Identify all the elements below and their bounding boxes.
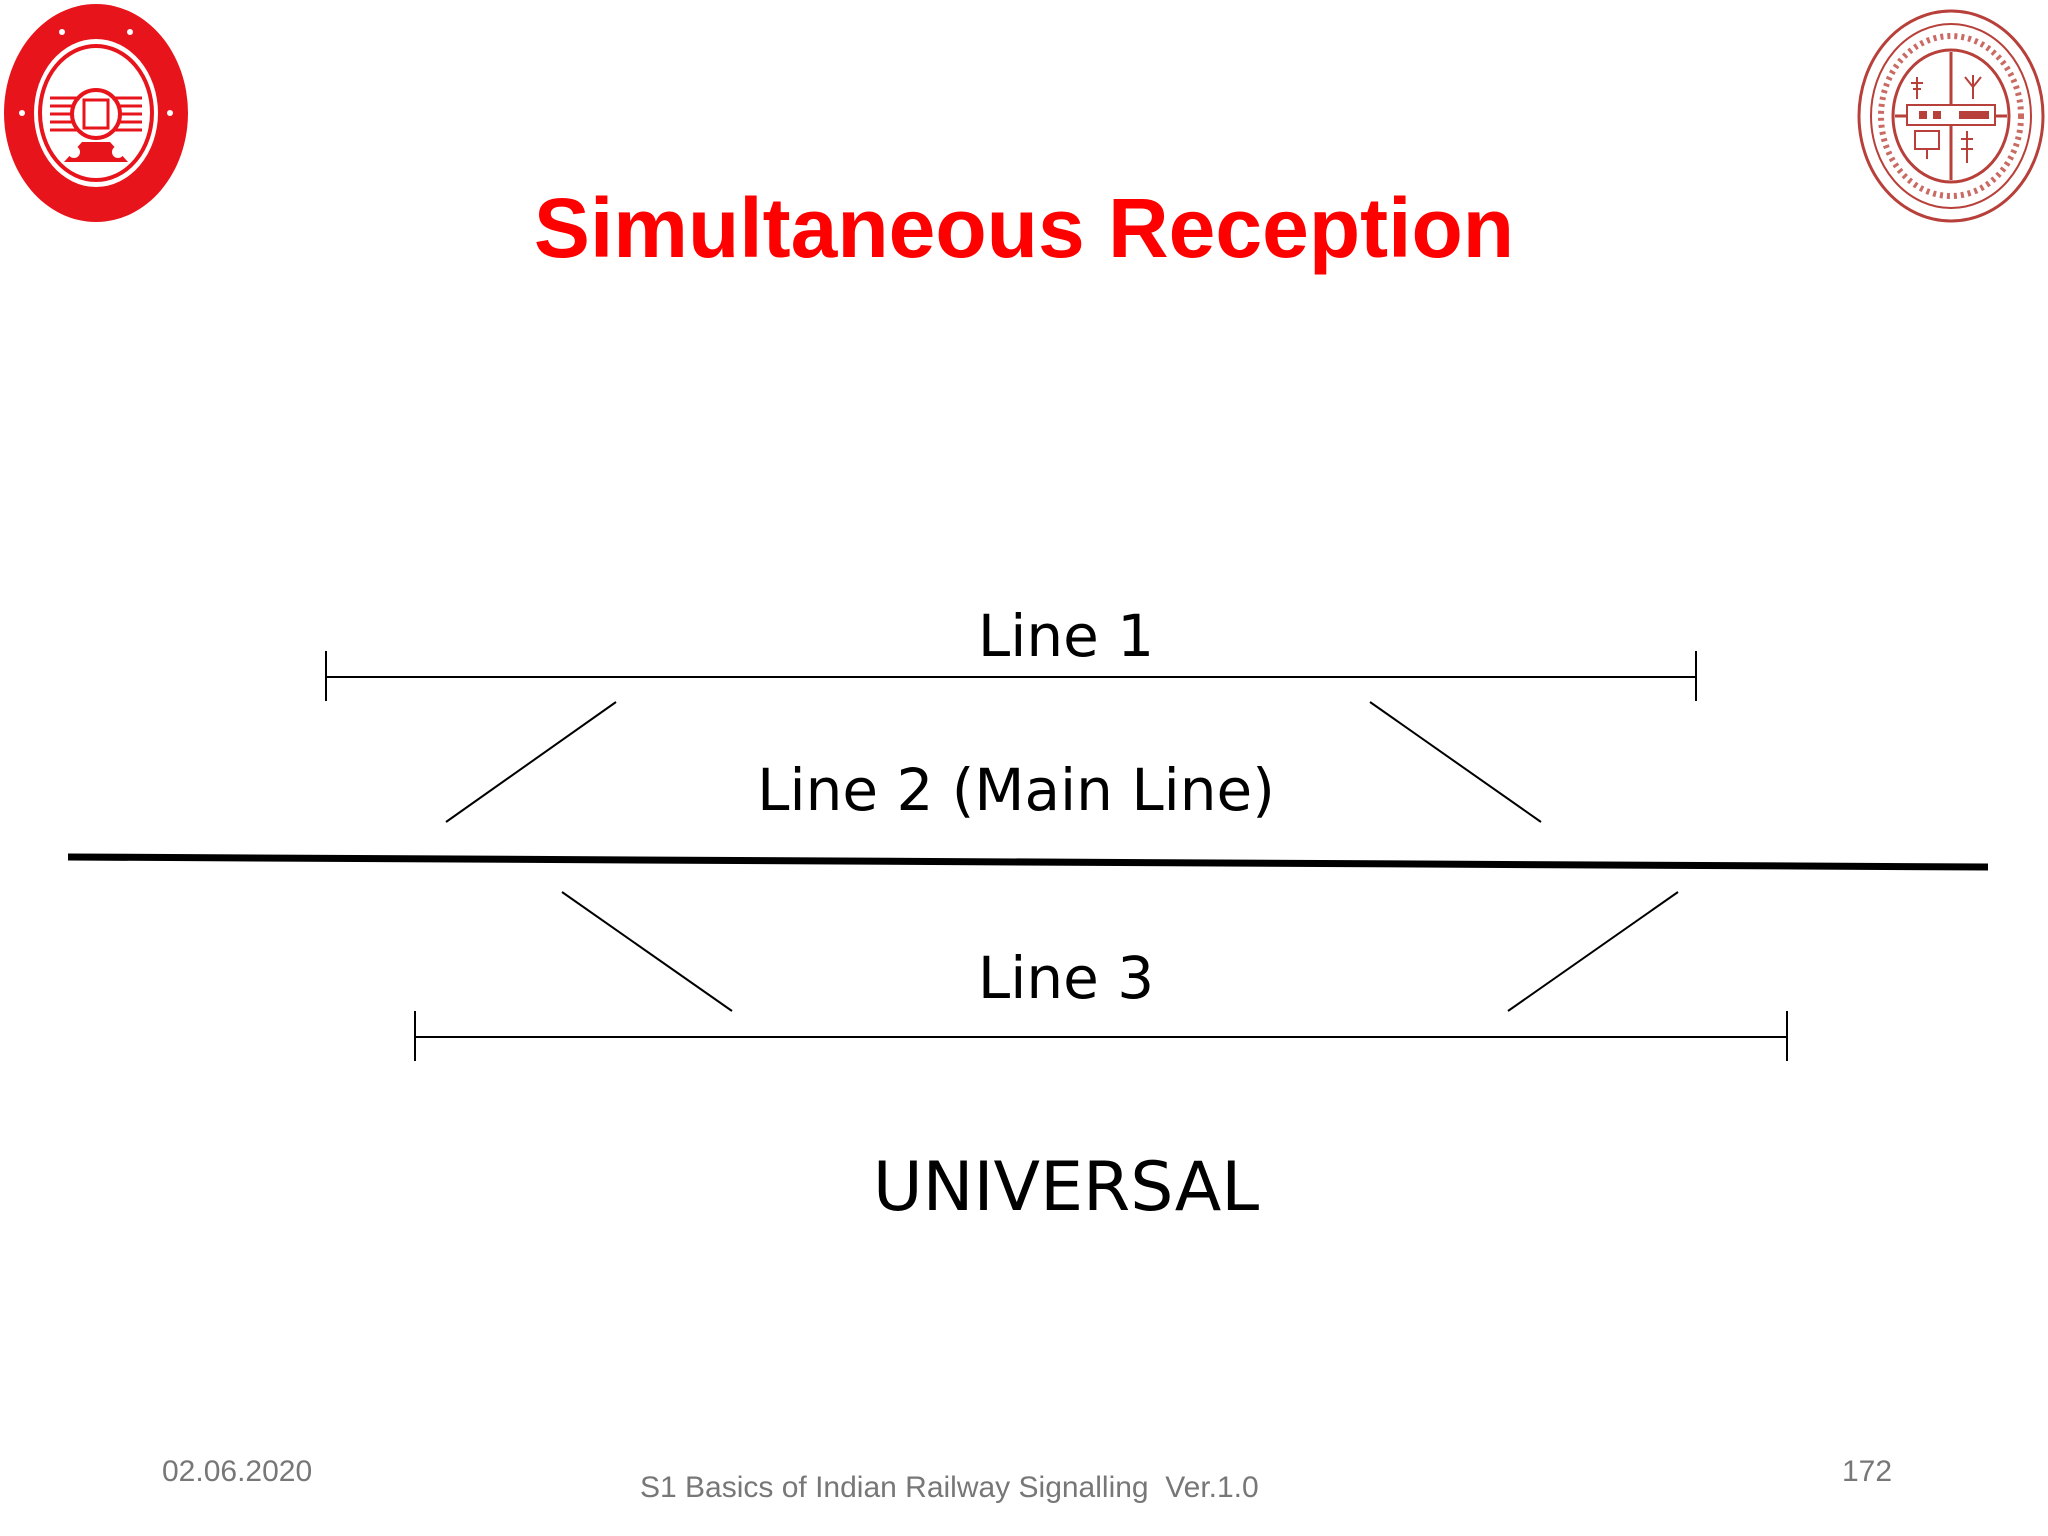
footer-date: 02.06.2020 <box>162 1455 313 1488</box>
line-2-main-track <box>67 853 1989 871</box>
line-1-label: Line 1 <box>977 602 1155 670</box>
line-1-track <box>325 651 1697 701</box>
crossover-line2-line3-left <box>561 891 733 1012</box>
line-2-label: Line 2 (Main Line) <box>757 756 1275 824</box>
iriset-seal-logo <box>1857 9 2045 223</box>
crossover-line2-line3-right <box>1507 891 1679 1012</box>
slide-title: Simultaneous Reception <box>533 181 1515 275</box>
crossover-line1-line2-right <box>1369 701 1542 823</box>
crossover-line1-line2-left <box>445 701 617 823</box>
layout-type-label: UNIVERSAL <box>872 1148 1260 1227</box>
indian-railways-logo <box>4 4 188 222</box>
footer-page-number: 172 <box>1842 1455 1893 1488</box>
footer-course-title: S1 Basics of Indian Railway Signalling V… <box>640 1471 1259 1504</box>
line-3-track <box>414 1011 1788 1061</box>
line-3-label: Line 3 <box>977 944 1155 1012</box>
